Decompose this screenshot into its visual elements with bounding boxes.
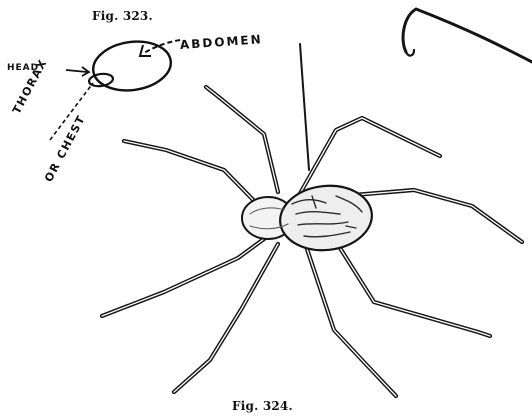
leg-right-lower: [340, 248, 490, 336]
leg-bottom-left: [174, 244, 278, 392]
leg-front-right-upper: [298, 118, 440, 197]
leg-left-mid: [124, 141, 264, 211]
hook-leg-fragment: [403, 9, 532, 62]
leg-front-left-upper: [206, 87, 278, 192]
spider-abdomen: [277, 181, 375, 254]
web-thread: [300, 44, 309, 170]
figure-324-caption: Fig. 324.: [232, 399, 293, 413]
